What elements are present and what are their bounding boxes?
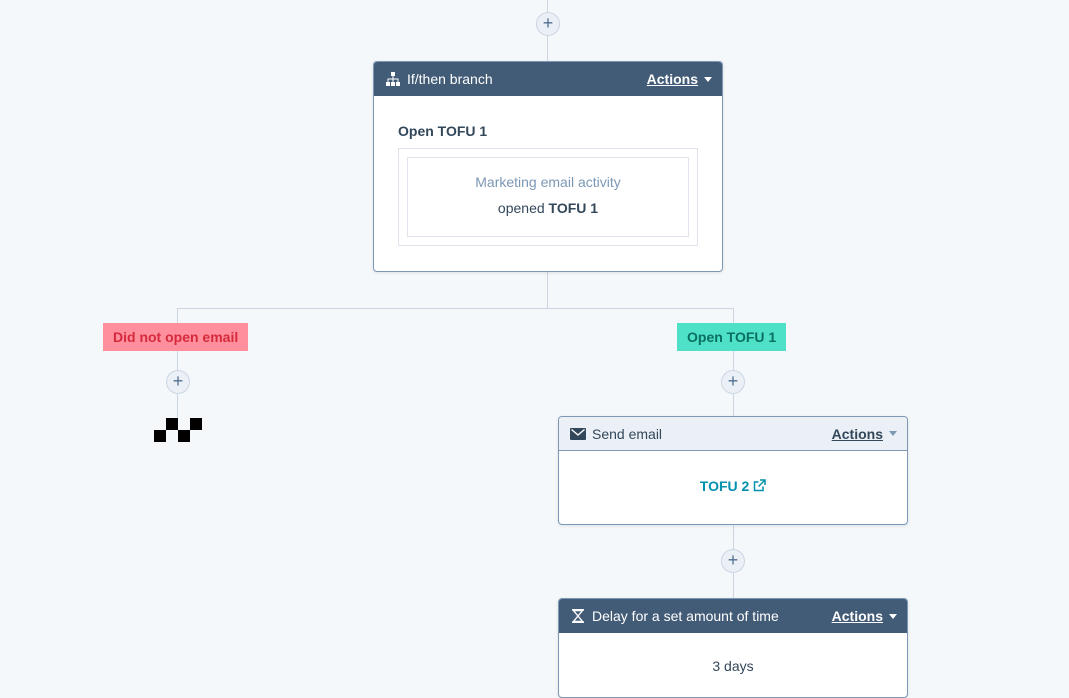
filter-verb: opened	[497, 200, 545, 216]
add-action-button-yes-branch[interactable]: +	[721, 370, 745, 394]
envelope-icon	[570, 426, 586, 442]
connector-branch-down	[547, 271, 548, 309]
external-link-icon	[753, 479, 766, 495]
filter-box[interactable]: Marketing email activity opened TOFU 1	[407, 157, 689, 237]
add-action-button-top[interactable]: +	[536, 12, 560, 36]
hourglass-icon	[570, 608, 586, 624]
caret-down-icon	[889, 431, 897, 436]
send-email-card[interactable]: Send email Actions TOFU 2	[558, 416, 908, 525]
email-name: TOFU 2	[699, 478, 750, 494]
branch-card-title: If/then branch	[407, 71, 493, 87]
delay-card-header: Delay for a set amount of time Actions	[559, 599, 907, 633]
caret-down-icon	[889, 613, 897, 619]
branch-tag-did-not-open[interactable]: Did not open email	[103, 323, 249, 351]
filter-category: Marketing email activity	[475, 174, 621, 190]
add-action-button-after-email[interactable]: +	[721, 549, 745, 573]
connector-branch-horizontal	[177, 308, 734, 309]
connector-left-down	[177, 308, 178, 324]
branch-actions-dropdown[interactable]: Actions	[647, 71, 712, 87]
sitemap-icon	[385, 71, 401, 87]
branch-card-header: If/then branch Actions	[374, 62, 722, 96]
send-email-title: Send email	[592, 425, 663, 442]
email-link[interactable]: TOFU 2	[700, 478, 766, 494]
delay-actions-dropdown[interactable]: Actions	[832, 608, 897, 624]
if-then-branch-card[interactable]: If/then branch Actions Open TOFU 1 Marke…	[373, 61, 723, 272]
delay-value: 3 days	[712, 658, 754, 674]
delay-card-title: Delay for a set amount of time	[592, 608, 779, 624]
filter-outer-box: Marketing email activity opened TOFU 1	[398, 148, 698, 246]
end-flag-icon	[154, 418, 202, 442]
delay-card[interactable]: Delay for a set amount of time Actions 3…	[558, 598, 908, 698]
send-email-actions-dropdown[interactable]: Actions	[832, 426, 897, 442]
branch-tag-open-tofu-1[interactable]: Open TOFU 1	[677, 323, 787, 351]
connector-right-down	[733, 308, 734, 324]
send-email-header: Send email Actions	[559, 417, 907, 451]
add-action-button-no-branch[interactable]: +	[166, 370, 190, 394]
caret-down-icon	[704, 76, 712, 82]
branch-name: Open TOFU 1	[398, 123, 488, 139]
filter-email-name: TOFU 1	[548, 200, 599, 216]
